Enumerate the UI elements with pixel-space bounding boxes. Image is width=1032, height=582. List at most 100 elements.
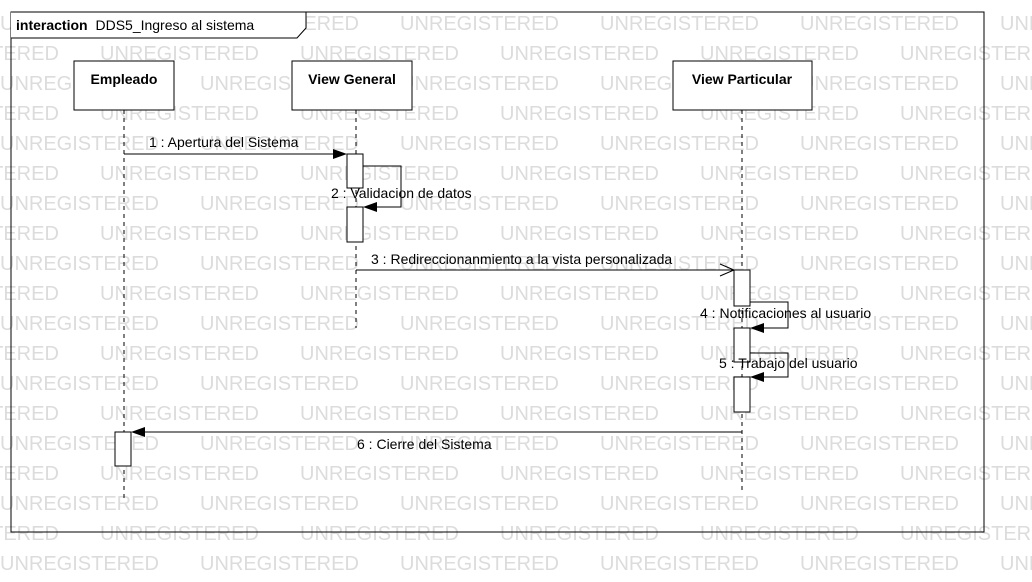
watermark-text: UNREGISTERED: [700, 403, 859, 425]
watermark-text: UNREGISTERED: [500, 343, 659, 365]
watermark-text: UNREGISTERED: [100, 403, 259, 425]
watermark-text: UNREGISTERED: [200, 193, 359, 215]
watermark-text: UNREGISTERED: [900, 103, 1032, 125]
watermark-text: UNREGISTERED: [600, 433, 759, 455]
watermark-text: UNREGISTERED: [200, 373, 359, 395]
watermark-text: UNREGISTERED: [300, 403, 459, 425]
watermark-text: UNREGISTERED: [800, 553, 959, 575]
watermark-text: UNREGISTERED: [700, 223, 859, 245]
watermark-text: UNREGISTERED: [900, 223, 1032, 245]
watermark-text: UNREGISTERED: [900, 463, 1032, 485]
activation-bar: [114, 431, 132, 467]
watermark-text: UNREGISTERED: [0, 403, 59, 425]
arrowhead: [131, 427, 145, 437]
watermark-text: UNREGISTERED: [1000, 73, 1032, 95]
watermark-text: UNREGISTERED: [800, 373, 959, 395]
watermark-text: UNREGISTERED: [100, 43, 259, 65]
watermark-text: UNREGISTERED: [0, 193, 159, 215]
watermark-text: UNREGISTERED: [300, 163, 459, 185]
message-label: 5 : Trabajo del usuario: [719, 355, 858, 371]
watermark-text: UNREGISTERED: [100, 463, 259, 485]
watermark-text: UNREGISTERED: [500, 283, 659, 305]
watermark-text: UNREGISTERED: [0, 493, 159, 515]
watermark-text: UNREGISTERED: [800, 193, 959, 215]
watermark-text: UNREGISTERED: [0, 343, 59, 365]
watermark-text: UNREGISTERED: [400, 313, 559, 335]
activation-bar: [733, 327, 751, 363]
lifeline-head-view-particular[interactable]: [672, 60, 813, 111]
lifeline-head-empleado[interactable]: [73, 60, 175, 111]
lifeline-view-particular[interactable]: View Particular: [672, 60, 813, 492]
watermark-text: UNREGISTERED: [800, 13, 959, 35]
watermark-text: UNREGISTERED: [100, 283, 259, 305]
watermark-text: UNREGISTERED: [100, 223, 259, 245]
watermark-text: UNREGISTERED: [1000, 193, 1032, 215]
message-line: [750, 352, 789, 378]
watermark-text: UNREGISTERED: [200, 313, 359, 335]
watermark-text: UNREGISTERED: [300, 43, 459, 65]
message-6[interactable]: 6 : Cierre del Sistema: [131, 427, 742, 452]
watermark-text: UNREGISTERED: [600, 133, 759, 155]
watermark-text: UNREGISTERED: [200, 433, 359, 455]
message-label: 6 : Cierre del Sistema: [357, 436, 492, 452]
lifeline-empleado[interactable]: Empleado: [73, 60, 175, 498]
arrowhead: [750, 323, 764, 333]
watermark-text: UNREGISTERED: [1000, 313, 1032, 335]
watermark-text: UNREGISTERED: [1000, 373, 1032, 395]
message-3[interactable]: 3 : Redireccionanmiento a la vista perso…: [356, 251, 736, 277]
watermark-text: UNREGISTERED: [1000, 433, 1032, 455]
frame-name-tab: [11, 11, 307, 39]
watermark-text: UNREGISTERED: [100, 343, 259, 365]
arrowhead: [750, 372, 764, 382]
watermark-text: UNREGISTERED: [1000, 553, 1032, 575]
message-5[interactable]: 5 : Trabajo del usuario: [719, 352, 858, 382]
message-2[interactable]: 2 : Validacion de datos: [331, 165, 472, 212]
watermark-text: UNREGISTERED: [400, 13, 559, 35]
watermark-text: UNREGISTERED: [200, 133, 359, 155]
lifeline-label-empleado: Empleado: [91, 71, 158, 87]
watermark-text: UNREGISTERED: [900, 343, 1032, 365]
lifeline-label-view-particular: View Particular: [692, 71, 793, 87]
lifeline-head-view-general[interactable]: [291, 60, 413, 111]
watermark-text: UNREGISTERED: [900, 403, 1032, 425]
watermark-text: UNREGISTERED: [0, 373, 159, 395]
watermark-text: UNREGISTERED: [0, 313, 159, 335]
watermark-text: UNREGISTERED: [900, 283, 1032, 305]
watermark-text: UNREGISTERED: [800, 73, 959, 95]
message-1[interactable]: 1 : Apertura del Sistema: [124, 134, 347, 159]
watermark-text: UNREGISTERED: [1000, 133, 1032, 155]
watermark-text: UNREGISTERED: [0, 433, 159, 455]
watermark-text: UNREGISTERED: [500, 523, 659, 545]
watermark-text: UNREGISTERED: [300, 223, 459, 245]
arrowhead: [363, 202, 377, 212]
watermark-text: UNREGISTERED: [0, 283, 59, 305]
activation-bar: [733, 269, 751, 307]
message-label: 1 : Apertura del Sistema: [149, 134, 299, 150]
watermark-text: UNREGISTERED: [800, 253, 959, 275]
watermark-text: UNREGISTERED: [0, 43, 59, 65]
watermark-text: UNREGISTERED: [200, 493, 359, 515]
lifeline-view-general[interactable]: View General: [291, 60, 413, 328]
watermark-text: UNREGISTERED: [200, 553, 359, 575]
message-line: [363, 165, 402, 208]
activation-bar: [733, 376, 751, 413]
watermark-text: UNREGISTERED: [100, 163, 259, 185]
frame-keyword: interaction: [16, 17, 88, 33]
watermark-text: UNREGISTERED: [600, 313, 759, 335]
interaction-frame: [10, 11, 985, 533]
watermark-text: UNREGISTERED: [300, 283, 459, 305]
message-line: [750, 301, 789, 329]
watermark-text: UNREGISTERED: [0, 553, 159, 575]
watermark-text: UNREGISTERED: [400, 133, 559, 155]
watermark-text: UNREGISTERED: [200, 253, 359, 275]
watermark-text: UNREGISTERED: [600, 373, 759, 395]
message-4[interactable]: 4 : Notificaciones al usuario: [700, 301, 871, 333]
frame-title: interaction DDS5_Ingreso al sistema: [16, 17, 254, 33]
watermark-text: UNREGISTERED: [800, 493, 959, 515]
watermark-text: UNREGISTERED: [900, 43, 1032, 65]
watermark-text: UNREGISTERED: [600, 493, 759, 515]
watermark-text: UNREGISTERED: [500, 463, 659, 485]
watermark-text: UNREGISTERED: [500, 403, 659, 425]
watermark-text: UNREGISTERED: [1000, 253, 1032, 275]
